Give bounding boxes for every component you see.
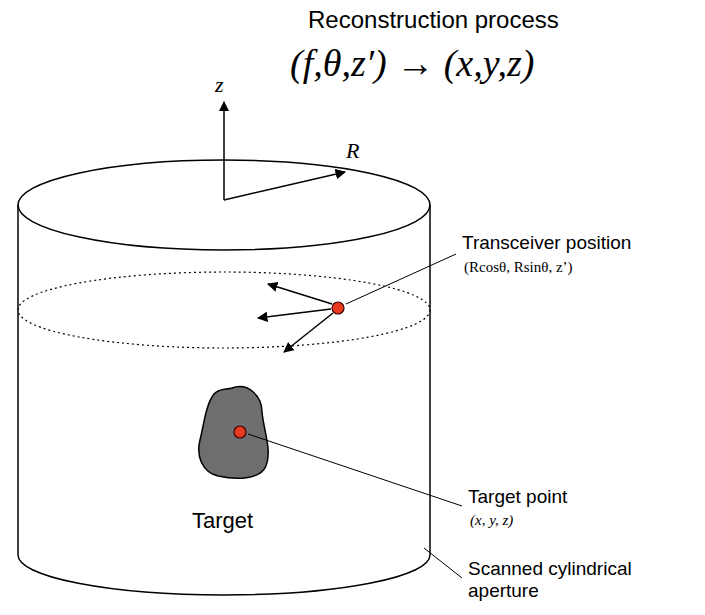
title: Reconstruction process: [308, 6, 559, 34]
beam-arrow: [258, 309, 331, 318]
cylinder-bottom: [18, 555, 430, 595]
callout-label: Transceiver position: [462, 232, 631, 254]
radius-axis: [224, 172, 345, 200]
target-blob: [199, 387, 268, 479]
z-axis: [223, 102, 225, 200]
leader-line: [346, 254, 456, 304]
leader-line: [424, 548, 462, 578]
beam-arrow: [268, 284, 332, 304]
callout-label: Target point: [468, 486, 567, 508]
coordinate-label: (x, y, z): [470, 512, 513, 529]
axis-label: R: [346, 138, 359, 163]
callout-label: Scanned cylindrical aperture: [468, 558, 678, 602]
formula: (f,θ,z′) → (x,y,z): [290, 42, 534, 86]
axis-label: z: [215, 72, 224, 97]
transceiver-dot: [332, 302, 344, 314]
part-label: Target: [192, 508, 253, 533]
scan-ring: [18, 272, 430, 348]
leader-line: [248, 434, 462, 506]
cylinder-side: [17, 205, 19, 555]
beam-arrow: [284, 313, 333, 352]
cylinder-side: [429, 205, 431, 555]
target-dot: [234, 426, 246, 438]
coordinate-label: (Rcosθ, Rsinθ, z’): [464, 259, 573, 276]
